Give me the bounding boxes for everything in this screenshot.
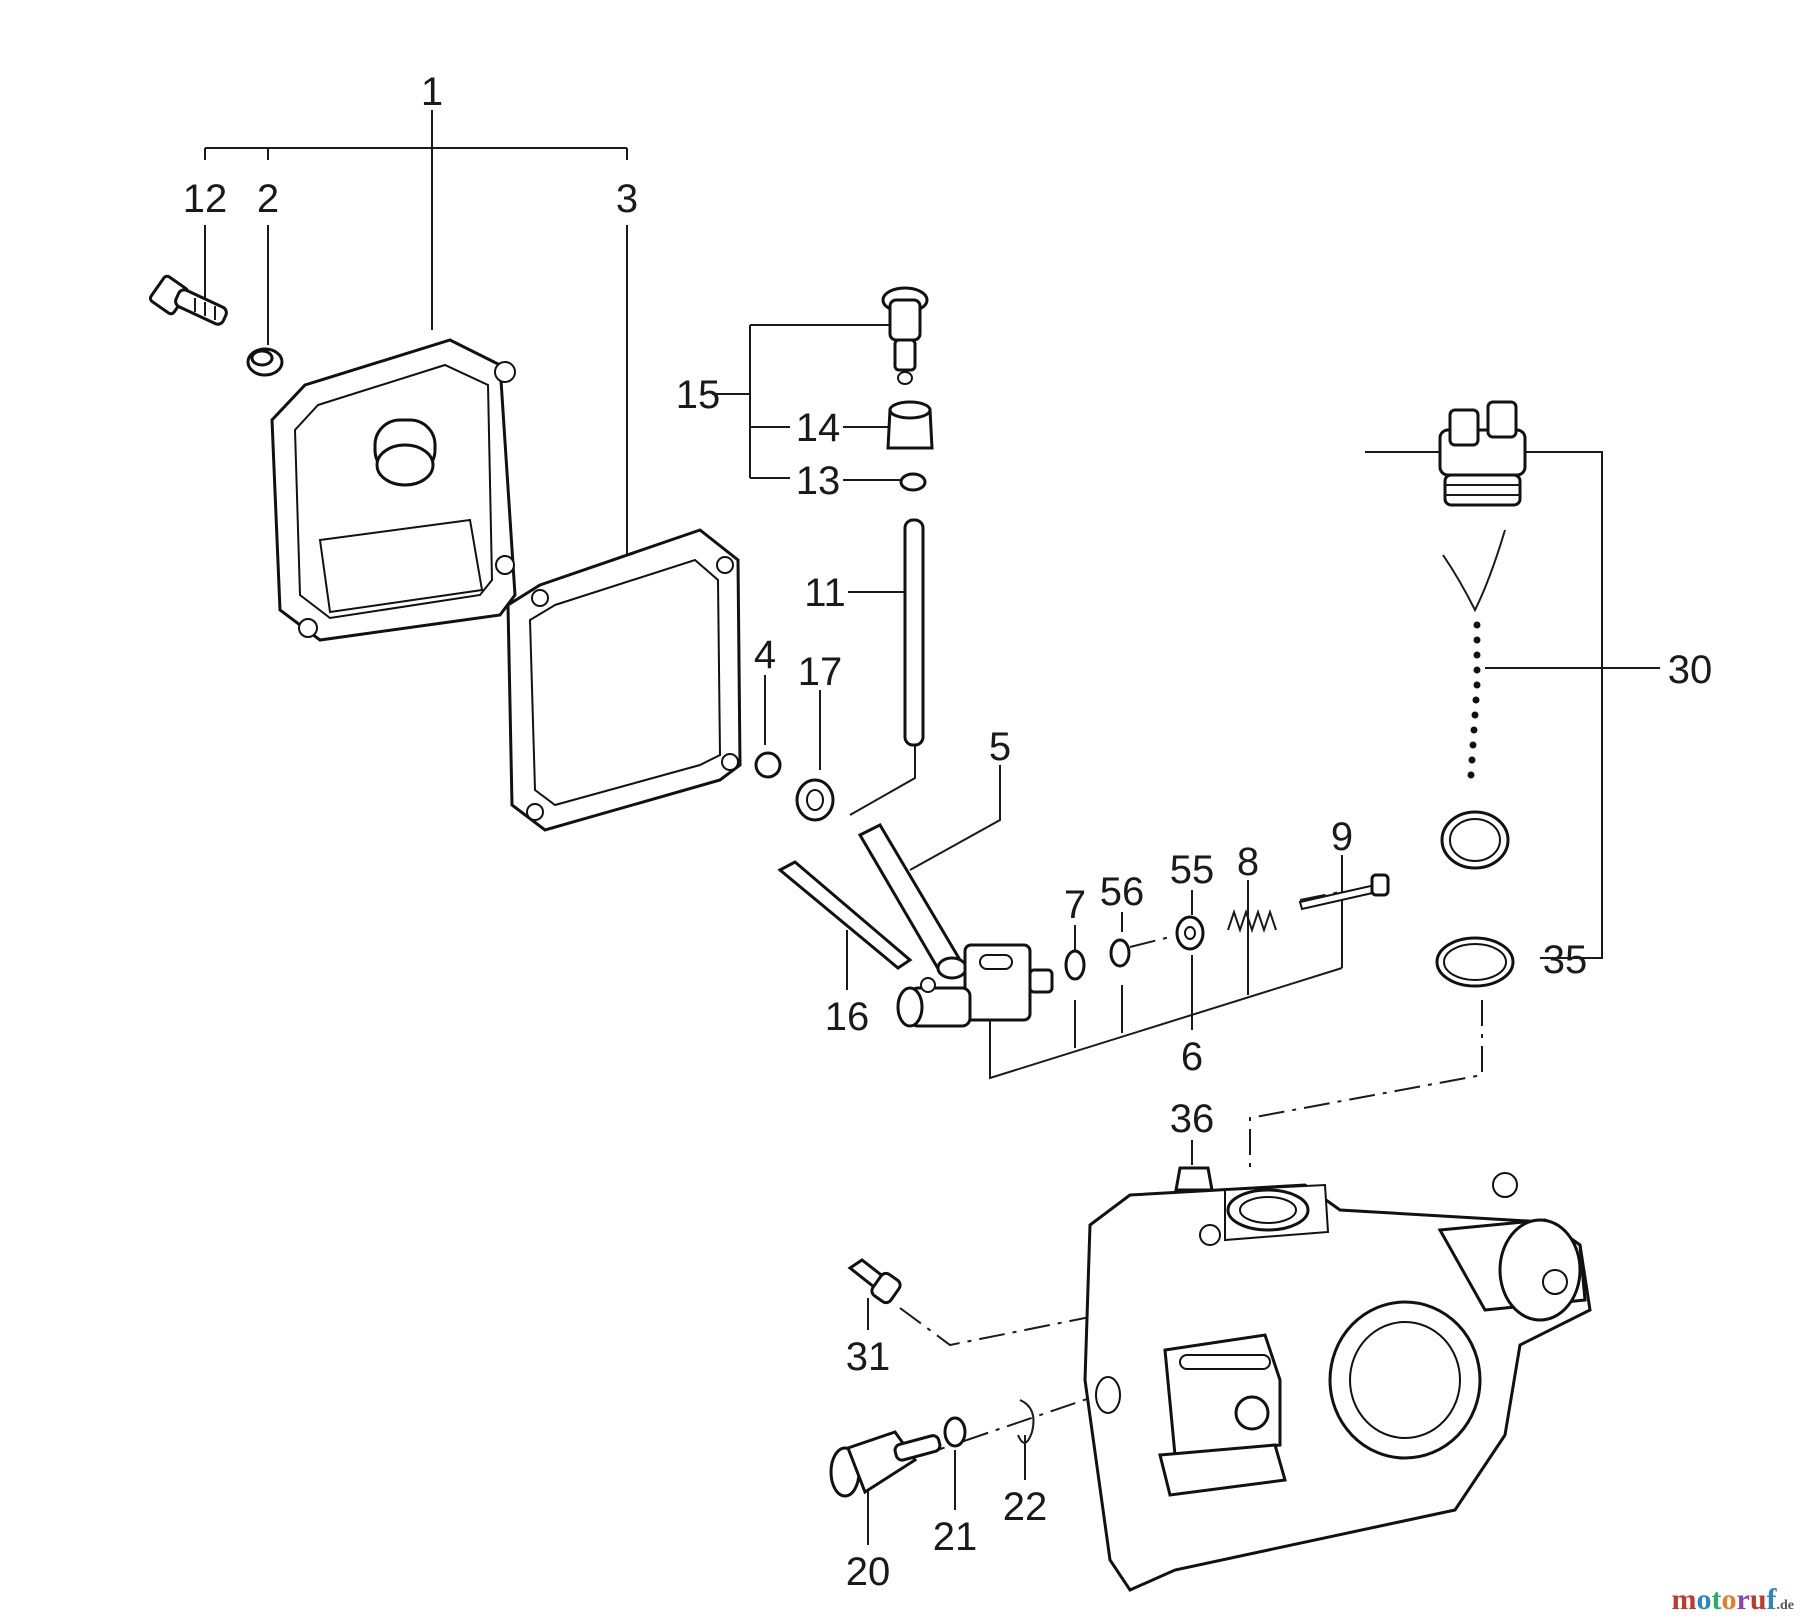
washer-part-4 — [754, 751, 782, 779]
label-9: 9 — [1331, 815, 1353, 859]
label-4: 4 — [754, 633, 776, 677]
screw-part-9 — [1298, 873, 1390, 911]
nipple-part-31 — [847, 1258, 902, 1305]
logo-suffix: .de — [1776, 1598, 1795, 1613]
cap-part-15 — [881, 286, 929, 385]
label-7: 7 — [1064, 883, 1086, 927]
gasket-part-3 — [506, 528, 742, 832]
circlip-part-22 — [1017, 1399, 1035, 1444]
label-20: 20 — [846, 1550, 891, 1594]
rod-part-16 — [777, 860, 913, 970]
spring-part-8 — [1227, 908, 1277, 934]
label-2: 2 — [257, 177, 279, 221]
label-15: 15 — [676, 373, 721, 417]
ring-part-17 — [795, 778, 835, 822]
sleeve-part-2 — [246, 347, 284, 377]
oring-part-21 — [943, 1416, 967, 1448]
label-36: 36 — [1170, 1097, 1215, 1141]
logo-letter: t — [1711, 1583, 1722, 1616]
oring-part-56 — [1109, 938, 1131, 968]
label-14: 14 — [796, 406, 841, 450]
label-3: 3 — [616, 177, 638, 221]
oring-part-35 — [1435, 936, 1515, 988]
label-5: 5 — [989, 725, 1011, 769]
label-56: 56 — [1100, 870, 1145, 914]
label-12: 12 — [183, 177, 228, 221]
logo-letter: m — [1671, 1583, 1697, 1616]
bolt-part-12 — [148, 274, 228, 326]
label-8: 8 — [1237, 840, 1259, 884]
oring-part-7 — [1064, 949, 1086, 981]
label-17: 17 — [798, 650, 843, 694]
filter-part-14 — [886, 400, 934, 450]
label-16: 16 — [825, 995, 870, 1039]
label-35: 35 — [1543, 938, 1588, 982]
logo-letter: f — [1766, 1583, 1777, 1616]
part-number-labels: 1 12 2 3 15 14 13 11 4 17 5 16 7 56 55 8… — [183, 70, 1713, 1594]
gear-housing — [1083, 1172, 1592, 1592]
bolt-part-20 — [829, 1430, 942, 1498]
alignment-lines — [899, 891, 1483, 1457]
chain — [1467, 621, 1481, 779]
watermark-logo: motoruf.de — [1671, 1583, 1794, 1617]
valve-body — [896, 943, 1054, 1028]
logo-letter: o — [1721, 1583, 1737, 1616]
cover-part-1 — [270, 338, 517, 642]
nut-part-13 — [899, 472, 927, 492]
label-11: 11 — [804, 571, 846, 615]
logo-letter: o — [1696, 1583, 1712, 1616]
logo-letter: r — [1736, 1583, 1750, 1616]
label-22: 22 — [1003, 1485, 1048, 1529]
label-31: 31 — [846, 1335, 891, 1379]
label-6: 6 — [1181, 1035, 1203, 1079]
label-55: 55 — [1170, 848, 1215, 892]
label-30: 30 — [1668, 648, 1713, 692]
cap-part-36 — [1174, 1166, 1214, 1192]
logo-letter: u — [1749, 1583, 1767, 1616]
washer-part-55 — [1175, 915, 1205, 951]
label-13: 13 — [796, 459, 841, 503]
plug-part-30 — [1438, 400, 1527, 870]
label-21: 21 — [933, 1515, 978, 1559]
tube-part-11 — [903, 518, 925, 747]
label-1: 1 — [421, 70, 443, 114]
